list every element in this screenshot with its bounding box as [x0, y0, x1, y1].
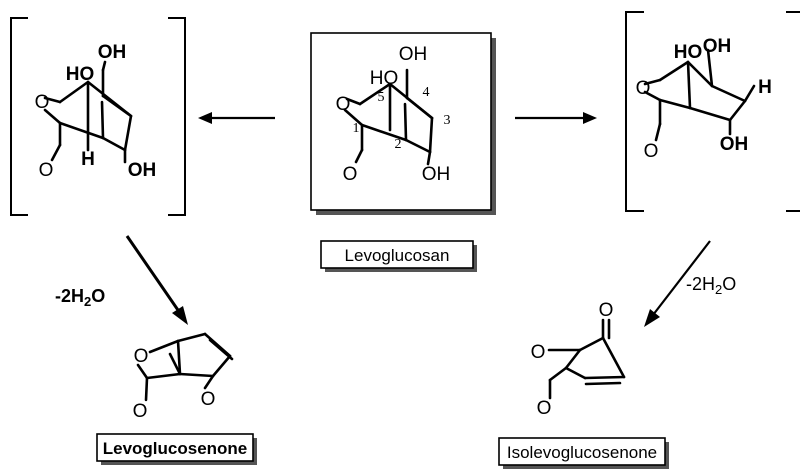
right-intermediate-structure [643, 48, 756, 142]
arrow-to-levoglucosenone [125, 235, 188, 325]
atom-oh: OH [128, 160, 157, 181]
atom-o: O [336, 94, 351, 115]
arrow-to-left-intermediate [198, 112, 275, 124]
atom-ho: HO [674, 42, 703, 63]
arrow-to-right-intermediate [515, 112, 597, 124]
levoglucosan-panel: O O OH HO OH 1 2 3 4 5 [310, 32, 496, 215]
atom-o: O [35, 92, 50, 113]
atom-h: H [758, 77, 772, 98]
atom-ho: HO [66, 64, 95, 85]
atom-o: O [201, 389, 216, 410]
atom-oh: OH [720, 134, 749, 155]
isolevoglucosenone-name: Isolevoglucosenone [507, 443, 657, 462]
levoglucosenone-structure [136, 332, 234, 402]
locant-4: 4 [423, 85, 430, 100]
atom-o: O [644, 141, 659, 162]
levoglucosenone-name: Levoglucosenone [103, 439, 248, 458]
locant-3: 3 [444, 113, 451, 128]
atom-o: O [343, 164, 358, 185]
left-condition: -2H2O [55, 286, 105, 309]
atom-o: O [636, 78, 651, 99]
atom-o: O [599, 300, 614, 321]
right-bracket-open [625, 11, 644, 212]
atom-o: O [133, 401, 148, 422]
locant-2: 2 [395, 137, 402, 152]
right-intermediate: O O HO OH H OH [625, 11, 800, 212]
isolevoglucosenone-label: Isolevoglucosenone [498, 437, 669, 469]
levoglucosan-label: Levoglucosan [320, 240, 477, 272]
atom-ho: HO [370, 68, 399, 89]
atom-o: O [531, 342, 546, 363]
atom-o: O [134, 346, 149, 367]
atom-h: H [81, 149, 95, 170]
levoglucosenone-label: Levoglucosenone [96, 433, 257, 465]
levoglucosan-name: Levoglucosan [345, 246, 450, 265]
locant-5: 5 [378, 90, 385, 105]
atom-oh: OH [98, 42, 127, 63]
left-bracket-open [10, 17, 28, 216]
locant-1: 1 [353, 121, 360, 136]
atom-o: O [537, 398, 552, 419]
arrow-to-isolevoglucosenone [644, 240, 711, 327]
left-intermediate: O O OH HO H OH [10, 17, 186, 216]
right-condition: -2H2O [686, 274, 736, 297]
atom-o: O [39, 160, 54, 181]
atom-oh: OH [422, 164, 451, 185]
atom-oh: OH [399, 44, 428, 65]
right-bracket-close [786, 11, 800, 212]
left-intermediate-structure [43, 60, 133, 164]
left-bracket-close [168, 17, 186, 216]
isolevoglucosenone-structure [547, 318, 626, 400]
atom-oh: OH [703, 36, 732, 57]
levoglucosan-structure [343, 68, 434, 166]
